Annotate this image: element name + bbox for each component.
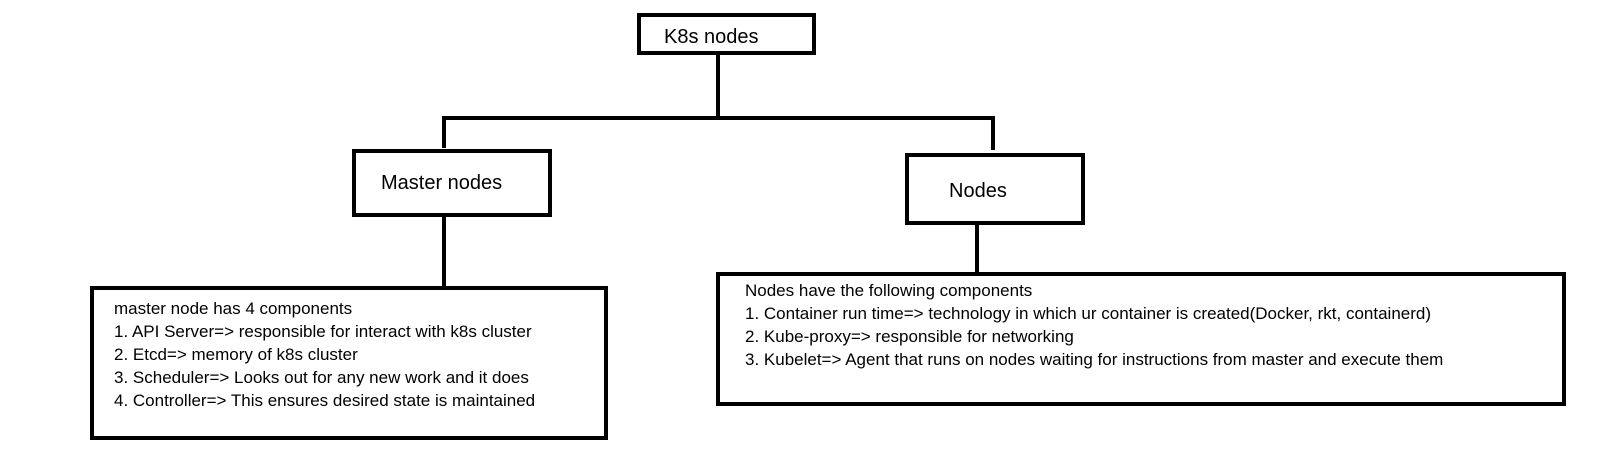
root-node-label: K8s nodes (664, 26, 759, 48)
master-components-list: master node has 4 components 1. API Serv… (114, 297, 535, 412)
master-components-panel: master node has 4 components 1. API Serv… (90, 286, 608, 440)
master-nodes-box: Master nodes (352, 149, 552, 217)
node-components-panel: Nodes have the following components 1. C… (716, 272, 1566, 406)
master-component-item: 2. Etcd=> memory of k8s cluster (114, 345, 358, 364)
master-nodes-label: Master nodes (381, 172, 503, 194)
node-component-item: 2. Kube-proxy=> responsible for networki… (745, 327, 1074, 346)
master-component-item: 4. Controller=> This ensures desired sta… (114, 391, 536, 410)
master-component-item: 3. Scheduler=> Looks out for any new wor… (114, 368, 529, 387)
root-node-box: K8s nodes (637, 13, 816, 55)
node-component-item: 3. Kubelet=> Agent that runs on nodes wa… (745, 350, 1444, 369)
master-component-item: 1. API Server=> responsible for interact… (114, 322, 532, 341)
node-components-list: Nodes have the following components 1. C… (745, 279, 1443, 371)
nodes-box: Nodes (905, 153, 1085, 225)
master-components-heading: master node has 4 components (114, 299, 353, 318)
node-components-heading: Nodes have the following components (745, 281, 1033, 300)
nodes-label: Nodes (949, 180, 1007, 202)
node-component-item: 1. Container run time=> technology in wh… (745, 304, 1432, 323)
